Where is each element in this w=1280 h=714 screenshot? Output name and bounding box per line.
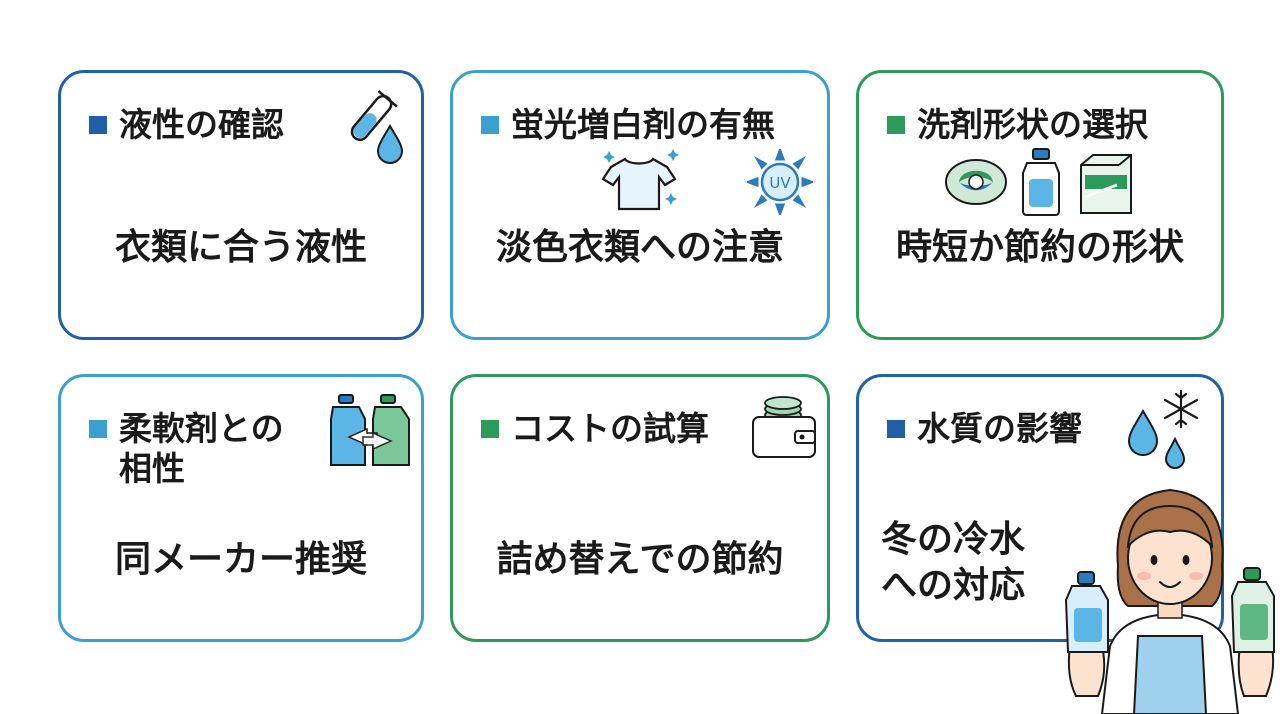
water-drop-icon	[376, 124, 404, 164]
card-title: 柔軟剤との 相性	[89, 409, 284, 489]
card-text: 詰め替えでの節約	[496, 539, 784, 580]
wallet-coins-icon	[752, 396, 816, 458]
bullet-square	[89, 116, 107, 134]
test-tube-icon	[350, 90, 398, 141]
bullet-square	[481, 116, 499, 134]
card-title: 水質の影響	[887, 409, 1082, 449]
card-title: 洗剤形状の選択	[887, 105, 1148, 145]
bullet-square	[887, 420, 905, 438]
detergent-pod-icon	[945, 159, 1007, 205]
card-text: 冬の冷水 への対応	[881, 519, 1026, 606]
bullet-square	[481, 420, 499, 438]
woman-holding-bottles-illustration	[1064, 488, 1275, 714]
tshirt-icon	[601, 149, 679, 211]
card-text: 衣類に合う液性	[114, 227, 367, 268]
card-cost: コストの試算 詰め替えでの節約	[450, 374, 830, 642]
bullet-square	[887, 116, 905, 134]
detergent-bottle-icon	[1022, 148, 1060, 216]
card-detergent-form: 洗剤形状の選択 時短か節約の形状	[856, 70, 1224, 340]
card-text: 淡色衣類への注意	[495, 227, 784, 268]
paired-bottles-icon	[330, 394, 410, 466]
water-drops-icon	[1127, 408, 1186, 469]
bullet-square	[89, 420, 107, 438]
card-title: コストの試算	[481, 409, 709, 449]
card-title: 蛍光増白剤の有無	[481, 105, 775, 145]
card-softener-compat: 柔軟剤との 相性 同メーカー推奨	[58, 374, 424, 642]
card-title: 液性の確認	[89, 105, 284, 145]
uv-label: UV	[769, 174, 791, 192]
card-text: 時短か節約の形状	[895, 227, 1184, 268]
snowflake-icon	[1163, 389, 1199, 429]
card-text: 同メーカー推奨	[114, 539, 367, 580]
card-brightener: 蛍光増白剤の有無 UV 淡色衣類への注意	[450, 70, 830, 340]
card-liquid-type: 液性の確認 衣類に合う液性	[58, 70, 424, 340]
uv-sun-icon: UV	[747, 149, 813, 215]
powder-box-icon	[1080, 154, 1132, 214]
